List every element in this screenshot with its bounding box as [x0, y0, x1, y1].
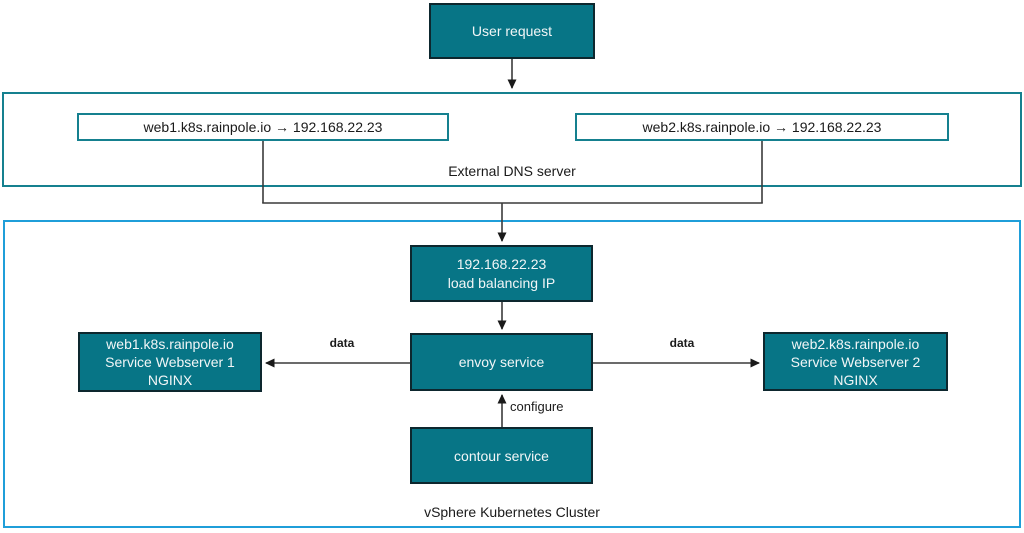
- webserver1-service: Service Webserver 1: [105, 354, 235, 370]
- envoy-service-label: envoy service: [458, 354, 545, 370]
- dns-record-web2-text: web2.k8s.rainpole.io → 192.168.22.23: [642, 119, 882, 135]
- load-balancer-node: 192.168.22.23 load balancing IP: [410, 245, 593, 302]
- webserver1-node: web1.k8s.rainpole.io Service Webserver 1…: [78, 332, 262, 392]
- webserver1-hostname: web1.k8s.rainpole.io: [106, 336, 234, 352]
- envoy-service-node: envoy service: [410, 333, 593, 391]
- contour-service-node: contour service: [410, 427, 593, 484]
- user-request-label: User request: [471, 23, 553, 39]
- edge-label-data-right: data: [669, 336, 695, 350]
- dns-record-web2: web2.k8s.rainpole.io → 192.168.22.23: [575, 113, 949, 141]
- webserver2-hostname: web2.k8s.rainpole.io: [791, 335, 920, 352]
- load-balancer-ip: 192.168.22.23: [456, 255, 547, 272]
- dns-record-web1: web1.k8s.rainpole.io → 192.168.22.23: [77, 113, 449, 141]
- external-dns-label: External DNS server: [448, 163, 576, 179]
- webserver2-node: web2.k8s.rainpole.io Service Webserver 2…: [763, 332, 948, 391]
- edge-label-data-left: data: [329, 336, 355, 350]
- webserver2-service: Service Webserver 2: [790, 353, 921, 370]
- webserver2-engine: NGINX: [833, 371, 878, 388]
- dns-record-web1-text: web1.k8s.rainpole.io → 192.168.22.23: [143, 119, 383, 135]
- webserver1-engine: NGINX: [147, 372, 193, 388]
- edge-label-configure: configure: [510, 399, 564, 414]
- load-balancer-caption: load balancing IP: [447, 274, 556, 291]
- user-request-node: User request: [429, 3, 595, 59]
- contour-service-label: contour service: [454, 447, 549, 464]
- cluster-label: vSphere Kubernetes Cluster: [424, 504, 600, 520]
